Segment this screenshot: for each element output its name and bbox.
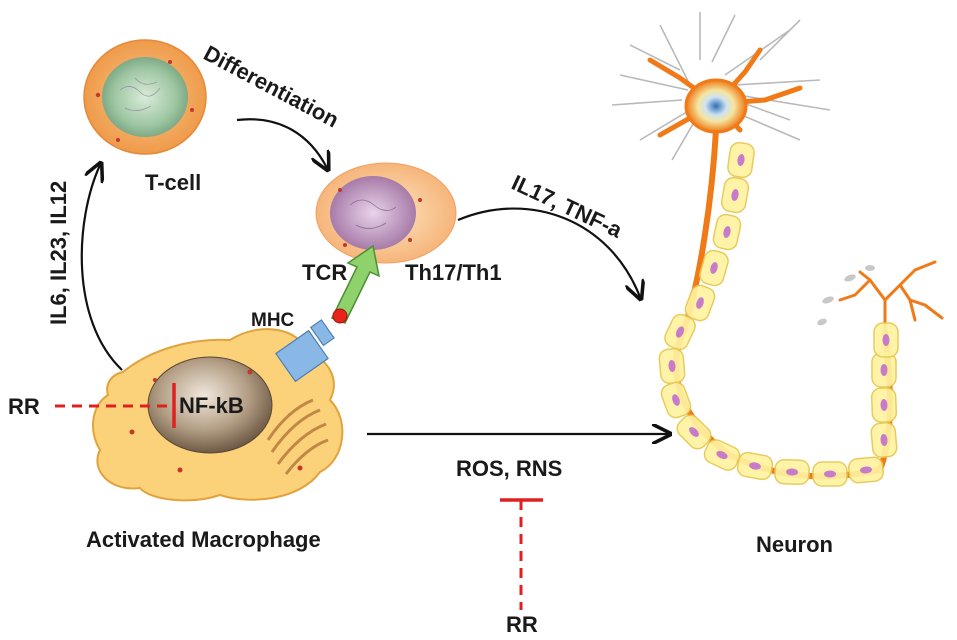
schwann-nucleus <box>723 226 731 238</box>
axon-terminal <box>838 260 944 332</box>
schwann-nucleus <box>716 450 728 460</box>
schwann-nucleus <box>824 470 836 478</box>
cytokines-left-label: IL6, IL23, IL12 <box>46 181 71 325</box>
schwann-nucleus <box>710 262 718 274</box>
neuron-label: Neuron <box>756 532 833 557</box>
myelin-sheath-cells <box>658 141 899 487</box>
cytokine-arrow <box>80 165 123 371</box>
schwann-nucleus <box>737 154 745 166</box>
schwann-nucleus <box>731 189 739 201</box>
schwann-nucleus <box>675 326 685 338</box>
tcr-label: TCR <box>302 260 347 285</box>
differentiation-label: Differentiation <box>200 40 343 132</box>
schwann-nucleus <box>860 466 872 474</box>
t-cell-graphic <box>83 39 207 155</box>
nfkb-label: NF-kB <box>179 393 244 418</box>
t-cell-label: T-cell <box>145 170 201 195</box>
schwann-nucleus <box>749 462 761 470</box>
rr-left-label: RR <box>8 394 40 419</box>
activated-macrophage-label: Activated Macrophage <box>86 527 321 552</box>
ros-rns-label: ROS, RNS <box>456 456 562 481</box>
schwann-nucleus <box>668 360 676 372</box>
il17-tnf-label: IL17, TNF-a <box>508 170 627 243</box>
neuron-graphic <box>611 12 944 487</box>
rr-ros-inhibition <box>500 498 543 610</box>
mhc-label: MHC <box>251 310 295 331</box>
il17-tnf-arrow <box>457 207 640 297</box>
schwann-nucleus <box>882 334 890 346</box>
th17-th1-label: Th17/Th1 <box>405 260 502 285</box>
vesicles <box>817 265 875 326</box>
schwann-nucleus <box>672 394 680 406</box>
schwann-nucleus <box>786 468 798 476</box>
schwann-nucleus <box>880 364 888 376</box>
differentiation-arrow <box>236 118 327 168</box>
schwann-nucleus <box>880 399 888 411</box>
th17-th1-cell-graphic <box>315 162 457 264</box>
rr-nfkb-inhibition <box>55 383 176 428</box>
golgi-graphic <box>266 398 329 475</box>
tcr-arrow <box>330 244 381 324</box>
schwann-nucleus <box>880 434 888 446</box>
macrophage-graphic <box>92 328 344 502</box>
schwann-nucleus <box>689 427 699 437</box>
rr-bottom-label: RR <box>506 612 538 637</box>
mhc-receptor-graphic <box>275 319 335 383</box>
schwann-nucleus <box>696 297 704 309</box>
